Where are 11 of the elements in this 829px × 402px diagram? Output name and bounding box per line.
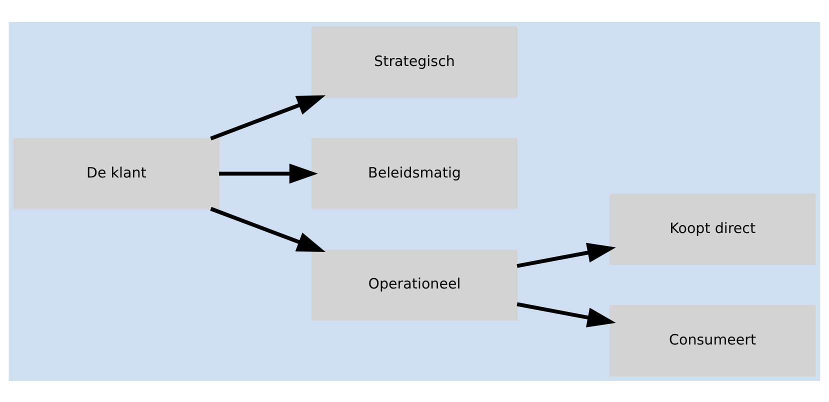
arrow: [516, 302, 616, 327]
arrow: [219, 163, 318, 184]
node-box: Operationeel: [311, 248, 518, 320]
arrow: [516, 242, 616, 268]
node-box: Strategisch: [311, 26, 518, 98]
node-box: Beleidsmatig: [311, 138, 518, 209]
arrow: [210, 206, 326, 252]
node-box: Consumeert: [610, 304, 816, 376]
arrow: [210, 94, 326, 140]
node-box: De klant: [13, 138, 220, 209]
node-box: Koopt direct: [610, 193, 816, 264]
